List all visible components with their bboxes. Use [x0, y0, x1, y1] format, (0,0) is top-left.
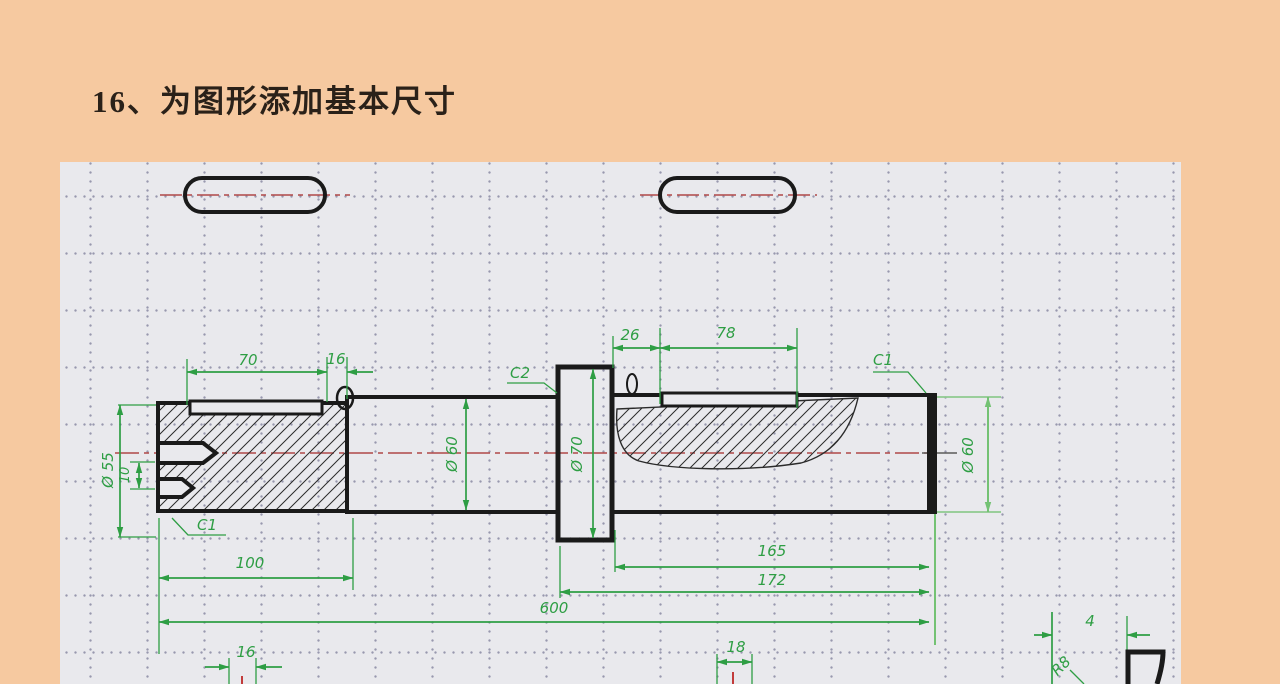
chamfer-c1-right: C1 — [873, 351, 927, 394]
dim-label-70: 70 — [238, 351, 257, 369]
dim-172: 172 — [559, 546, 930, 598]
dim-keyway-16: 16 — [205, 643, 282, 684]
right-keyway-recess — [660, 391, 799, 408]
dim-70: 70 — [186, 351, 328, 405]
dim-label-c1-right: C1 — [873, 351, 893, 369]
left-end-slot-upper — [156, 441, 220, 465]
cad-drawing-area: 70 16 Ø 55 10 C1 C2 C1 Ø 60 Ø 70 — [60, 162, 1181, 684]
dim-dia-55: Ø 55 — [99, 404, 156, 538]
dim-dia-70: Ø 70 — [568, 368, 597, 539]
dim-dia-60-right: Ø 60 — [937, 396, 1001, 513]
left-end-slot-lower — [156, 477, 197, 499]
dim-label-c2: C2 — [510, 364, 530, 382]
dim-label-16-top: 16 — [326, 350, 345, 368]
dim-165: 165 — [614, 514, 936, 645]
dim-label-172: 172 — [758, 571, 787, 589]
dim-label-keyway-16: 16 — [236, 643, 255, 661]
dim-label-26: 26 — [620, 326, 639, 344]
dim-16-top: 16 — [326, 350, 373, 399]
dim-dia-60-mid: Ø 60 — [443, 398, 470, 511]
dim-label-10: 10 — [118, 467, 133, 484]
dim-keyway-18: 18 — [716, 638, 753, 684]
dim-label-dia-55: Ø 55 — [99, 452, 117, 489]
dim-label-dia-60-right: Ø 60 — [959, 437, 977, 474]
dim-label-4: 4 — [1085, 612, 1095, 630]
page-title: 16、为图形添加基本尺寸 — [92, 84, 457, 119]
dim-4: 4 — [1034, 612, 1150, 684]
dim-label-dia-60-mid: Ø 60 — [443, 436, 461, 473]
shaft-left-segment — [156, 385, 355, 513]
dim-label-600: 600 — [540, 599, 569, 617]
dim-label-165: 165 — [758, 542, 787, 560]
keyway-section-partial-outline — [1125, 649, 1166, 684]
dim-r8: R8 — [1048, 653, 1085, 684]
dim-78: 78 — [659, 324, 798, 408]
keyway-slot-top-left — [160, 176, 350, 214]
dim-100: 100 — [158, 518, 354, 654]
dim-label-100: 100 — [236, 554, 265, 572]
chamfer-c2: C2 — [507, 364, 558, 394]
dim-label-c1-left: C1 — [197, 516, 217, 534]
broken-out-section — [615, 397, 859, 470]
dim-10: 10 — [118, 461, 155, 490]
shaft-drawing: 70 16 Ø 55 10 C1 C2 C1 Ø 60 Ø 70 — [99, 176, 1166, 684]
dim-600: 600 — [158, 599, 930, 626]
collar-corner-arc — [626, 373, 638, 395]
dim-label-keyway-18: 18 — [726, 638, 745, 656]
chamfer-c1-left: C1 — [171, 516, 226, 536]
keyway-slot-top-right — [640, 176, 817, 214]
dim-label-dia-70: Ø 70 — [568, 436, 586, 473]
left-keyway-recess — [188, 399, 324, 416]
dim-26: 26 — [612, 326, 661, 404]
dim-label-78: 78 — [716, 324, 735, 342]
